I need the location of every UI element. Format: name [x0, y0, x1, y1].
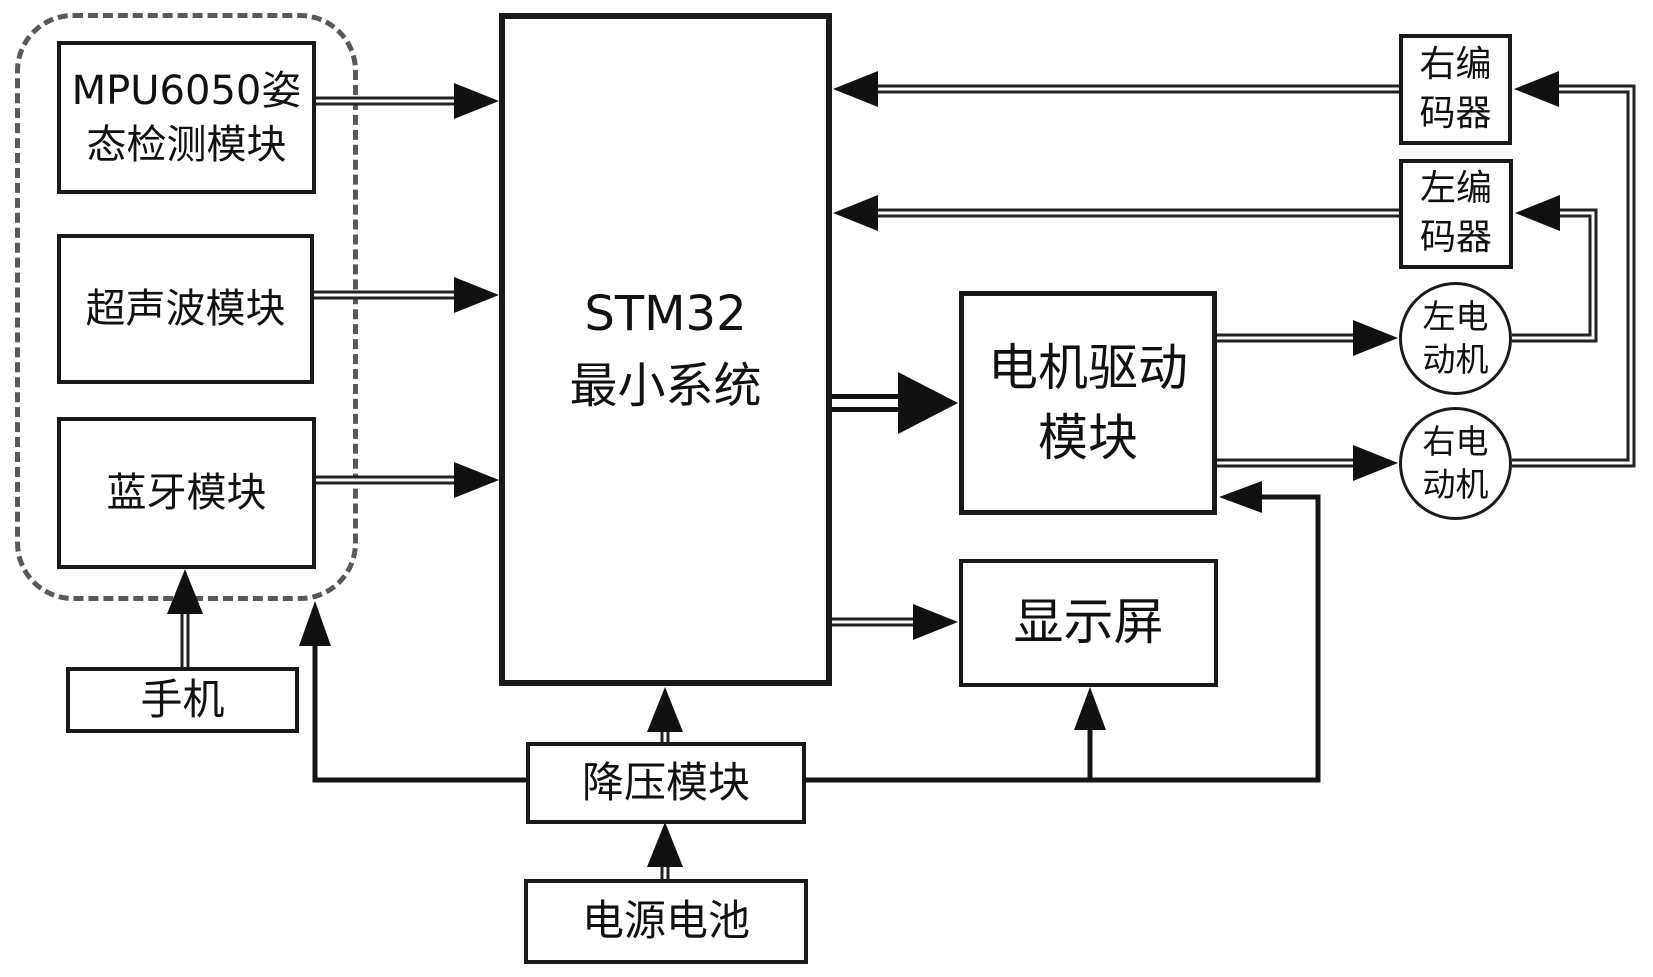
- edge-buck-to-stm32: [647, 687, 683, 743]
- node-right-motor: 右电 动机: [1399, 407, 1512, 520]
- arrowhead: [1074, 687, 1106, 730]
- edge-motor-driver-to-right-motor: [1217, 445, 1398, 481]
- edge-left-encoder-to-stm32: [833, 195, 1399, 231]
- node-phone: 手机: [66, 667, 299, 733]
- edge-stm32-to-motor-driver: [832, 372, 958, 434]
- arrowhead: [913, 604, 958, 640]
- node-bluetooth-module: 蓝牙模块: [57, 417, 316, 569]
- edge-line: [1512, 84, 1636, 468]
- node-ultrasonic-module: 超声波模块: [57, 234, 314, 384]
- arrowhead: [454, 462, 499, 498]
- edge-left-motor-to-left-encoder: [1512, 195, 1598, 343]
- edge-line: [806, 494, 1321, 783]
- arrowhead: [647, 687, 683, 732]
- edge-right-encoder-to-stm32: [833, 71, 1399, 107]
- arrowhead: [1515, 195, 1560, 231]
- edge-phone-to-bluetooth: [167, 569, 203, 668]
- edge-line: [1512, 208, 1598, 343]
- edge-motor-driver-to-left-motor: [1217, 320, 1398, 356]
- arrowhead: [454, 83, 499, 119]
- node-display-screen: 显示屏: [959, 559, 1218, 687]
- arrowhead: [167, 569, 203, 614]
- edge-right-motor-to-right-encoder: [1512, 71, 1636, 468]
- edge-line-core: [1512, 87, 1633, 465]
- node-power-battery: 电源电池: [524, 879, 808, 964]
- arrowhead: [1219, 481, 1262, 513]
- edge-stm32-to-display: [832, 604, 958, 640]
- arrowhead: [299, 601, 331, 646]
- node-left-motor: 左电 动机: [1399, 282, 1512, 395]
- arrowhead: [454, 277, 499, 313]
- arrowhead: [647, 822, 683, 867]
- edge-ultrasonic-to-stm32: [314, 277, 499, 313]
- arrowhead: [833, 195, 878, 231]
- edge-line-core: [1512, 211, 1595, 340]
- edge-buck-to-sensor-group: [299, 601, 526, 783]
- arrowhead: [1353, 445, 1398, 481]
- arrowhead: [1353, 320, 1398, 356]
- node-right-encoder: 右编 码器: [1399, 34, 1512, 145]
- arrowhead: [833, 71, 878, 107]
- node-stm32-minimum-system: STM32 最小系统: [499, 13, 832, 686]
- node-left-encoder: 左编 码器: [1399, 159, 1513, 269]
- edge-buck-to-display: [1074, 687, 1106, 780]
- edge-battery-to-buck: [647, 822, 683, 880]
- node-buck-converter-module: 降压模块: [526, 742, 806, 824]
- edge-bluetooth-to-stm32: [316, 462, 499, 498]
- node-motor-driver-module: 电机驱动 模块: [959, 291, 1217, 515]
- edge-buck-to-motor-driver: [806, 481, 1321, 783]
- node-mpu6050-module: MPU6050姿 态检测模块: [57, 41, 316, 194]
- edge-mpu-to-stm32: [316, 83, 499, 119]
- arrowhead: [1514, 71, 1559, 107]
- arrowhead: [898, 372, 958, 434]
- edge-line: [312, 646, 526, 783]
